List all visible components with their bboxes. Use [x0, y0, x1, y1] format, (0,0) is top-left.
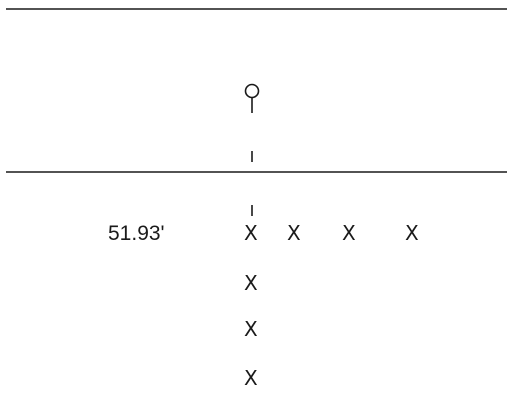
marker-row-4: X: [405, 221, 419, 245]
marker-row-1: X: [244, 221, 258, 245]
marker-column-3: X: [244, 366, 258, 390]
distance-label: 51.93': [108, 222, 165, 245]
pole-circle: [244, 83, 260, 99]
marker-column-2: X: [244, 317, 258, 341]
marker-row-3: X: [342, 221, 356, 245]
marker-row-2: X: [287, 221, 301, 245]
marker-column-1: X: [244, 271, 258, 295]
pole-symbol: [244, 83, 260, 113]
